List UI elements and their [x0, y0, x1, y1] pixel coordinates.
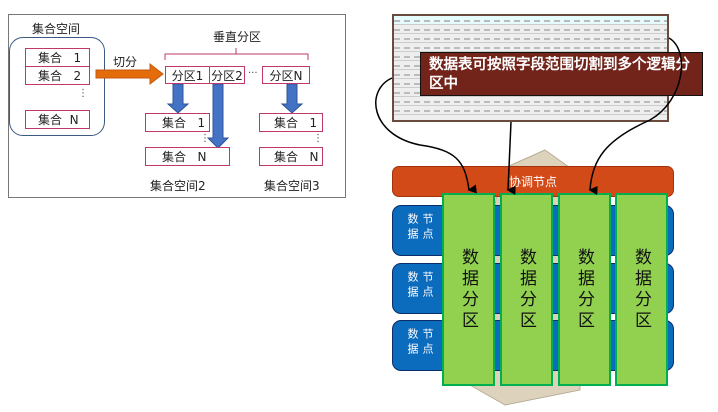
curve-to-partition-2 [506, 121, 516, 195]
space2-item-1: 集合 1 [145, 113, 210, 132]
curve-to-partition-1 [375, 77, 478, 194]
callout-box: 数据表可按照字段范围切割到多个逻辑分区中 [420, 52, 703, 96]
source-space-title: 集合空间 [32, 22, 81, 36]
data-partition-label: 数据分区 [574, 247, 594, 332]
source-item-2: 集合 2 [25, 66, 90, 85]
partition-group-label: 垂直分区 [213, 30, 262, 44]
partition1-arrow [166, 83, 190, 114]
curve-to-partition-3 [588, 37, 683, 195]
space2-title: 集合空间2 [150, 179, 206, 193]
data-partition-label: 数据分区 [516, 247, 536, 332]
data-partition-3: 数据分区 [558, 193, 611, 386]
partition-brace [164, 48, 309, 60]
source-item-n: 集合 N [25, 110, 90, 129]
coordinator-node: 协调节点 [392, 166, 674, 197]
data-partition-label: 数据分区 [631, 247, 651, 332]
partition-ellipsis: ··· [248, 68, 258, 79]
data-partition-2: 数据分区 [500, 193, 553, 386]
data-partition-1: 数据分区 [442, 193, 495, 386]
data-node-label: 数据节点 [406, 271, 434, 301]
split-arrow [95, 62, 164, 86]
partition-1: 分区1 [165, 66, 210, 84]
space2-ellipsis: ⋮ [200, 133, 210, 144]
data-node-label: 数据节点 [406, 213, 434, 243]
source-ellipsis: ⋮ [78, 88, 88, 99]
split-label: 切分 [113, 55, 138, 69]
space3-item-1: 集合 1 [259, 113, 323, 132]
space3-title: 集合空间3 [264, 179, 320, 193]
space2-item-n: 集合 N [145, 147, 230, 166]
data-partition-label: 数据分区 [458, 247, 478, 332]
data-node-label: 数据节点 [406, 328, 434, 358]
partitionn-arrow [280, 83, 304, 114]
space3-ellipsis: ⋮ [313, 133, 323, 144]
space3-item-n: 集合 N [259, 147, 323, 166]
partition2-arrow [206, 83, 230, 149]
data-partition-4: 数据分区 [615, 193, 668, 386]
left-arrows [95, 48, 309, 149]
partition-2: 分区2 [209, 66, 245, 84]
partition-n: 分区N [262, 66, 310, 84]
mapping-curves [375, 37, 683, 195]
